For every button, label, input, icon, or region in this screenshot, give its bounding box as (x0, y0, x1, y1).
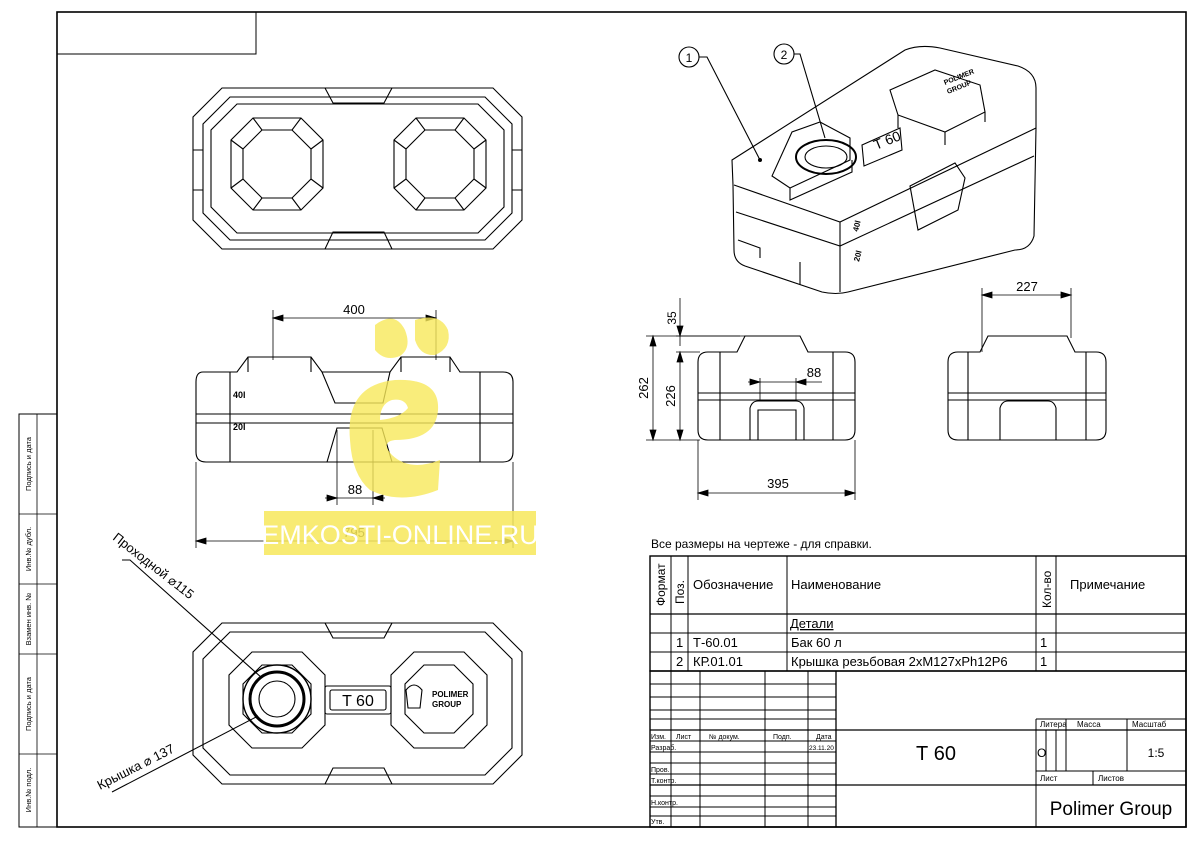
tb-sheets-label: Листов (1098, 774, 1124, 783)
tb-sheet-label: Лист (1040, 774, 1058, 783)
cap-callout: Крышка ⌀ 137 (95, 741, 177, 793)
bom-header-pos: Поз. (673, 580, 687, 604)
bom-section: Детали (790, 616, 834, 631)
title-block (649, 670, 1187, 828)
iso-level-mark-20: 20l (852, 250, 863, 263)
watermark-text: EMKOSTI-ONLINE.RU (261, 520, 539, 550)
general-note: Все размеры на чертеже - для справки. (651, 537, 872, 551)
dim-262: 262 (636, 377, 651, 399)
tb-col-header: Лист (676, 734, 692, 741)
dim-395: 395 (767, 476, 789, 491)
callout-dot (758, 158, 762, 162)
tb-mass-label: Масса (1077, 720, 1101, 729)
plan-logo-line2: GROUP (432, 700, 462, 709)
iso-view: 1 2 T 60 POLIMER GROUP 40l 20l (678, 43, 1037, 295)
tb-col-header: Подп. (773, 734, 792, 741)
dim-400: 400 (343, 302, 365, 317)
dim-88-side: 88 (807, 365, 821, 380)
side-stamp-field: Подпись и дата (24, 676, 33, 731)
watermark (264, 317, 536, 555)
bom-header-qty: Кол-во (1040, 570, 1054, 608)
level-mark-40: 40l (233, 390, 246, 400)
plan-model-label: T 60 (342, 693, 374, 710)
bom-row-pos: 1 (676, 635, 683, 650)
side-stamp-field: Инв.№ подл. (24, 768, 33, 813)
tb-role: Т.контр. (651, 778, 676, 785)
bom-row-qty: 1 (1040, 635, 1047, 650)
tb-company: Polimer Group (1050, 799, 1173, 820)
iso-level-mark-40: 40l (851, 220, 862, 233)
tb-col-header: № докум. (709, 734, 740, 741)
tb-scale-label: Масштаб (1132, 720, 1167, 729)
tb-col-header: Дата (816, 734, 832, 741)
side-stamp-field: Подпись и дата (24, 436, 33, 491)
dim-226: 226 (663, 385, 678, 407)
bom-header-note: Примечание (1070, 577, 1145, 592)
tb-role: Пров. (651, 767, 670, 774)
tb-litera-label: Литера (1040, 720, 1067, 729)
tb-col-header: Изм. (651, 734, 666, 741)
plan-logo-line1: POLIMER (432, 690, 469, 699)
bom-row-code: КР.01.01 (693, 654, 743, 669)
tb-title: Т 60 (916, 743, 956, 765)
tb-date: 23.11.20 (809, 745, 834, 752)
bom-row-pos: 2 (676, 654, 683, 669)
bom-header-format: Формат (654, 563, 668, 606)
side-dimensions (646, 288, 1073, 500)
bom-row-qty: 1 (1040, 654, 1047, 669)
iso-model-label: T 60 (871, 127, 903, 152)
side-stamp: Подпись и дата Инв.№ дубл. Взамен инв. №… (18, 413, 58, 828)
dim-88-front: 88 (348, 482, 362, 497)
dim-227: 227 (1016, 279, 1038, 294)
plan-view: T 60 POLIMER GROUP Проходной ⌀115 Крышка… (95, 530, 523, 793)
callout-1: 1 (686, 51, 693, 65)
tb-scale-value: 1:5 (1148, 746, 1165, 760)
end-view (947, 335, 1107, 441)
passage-callout: Проходной ⌀115 (110, 530, 197, 602)
level-mark-20: 20l (233, 422, 246, 432)
bom-row-name: Бак 60 л (791, 635, 842, 650)
side-stamp-field: Инв.№ дубл. (24, 527, 33, 571)
tb-role: Разраб. (651, 744, 676, 752)
bom-row-name: Крышка резьбовая 2хМ127хPh12P6 (791, 654, 1008, 669)
bom-row-code: Т-60.01 (693, 635, 738, 650)
dim-35: 35 (665, 311, 679, 325)
tb-role: Н.контр. (651, 800, 678, 807)
top-view (192, 87, 523, 250)
side-stamp-field: Взамен инв. № (24, 593, 33, 646)
bom-header-name: Наименование (791, 577, 881, 592)
bom-header-code: Обозначение (693, 577, 773, 592)
sheet-frame (56, 11, 1187, 828)
tb-litera-value: О (1037, 746, 1046, 760)
tb-role: Утв. (651, 819, 664, 826)
top-left-stamp-box (57, 12, 257, 55)
side-view (697, 335, 856, 441)
callout-2: 2 (781, 48, 788, 62)
